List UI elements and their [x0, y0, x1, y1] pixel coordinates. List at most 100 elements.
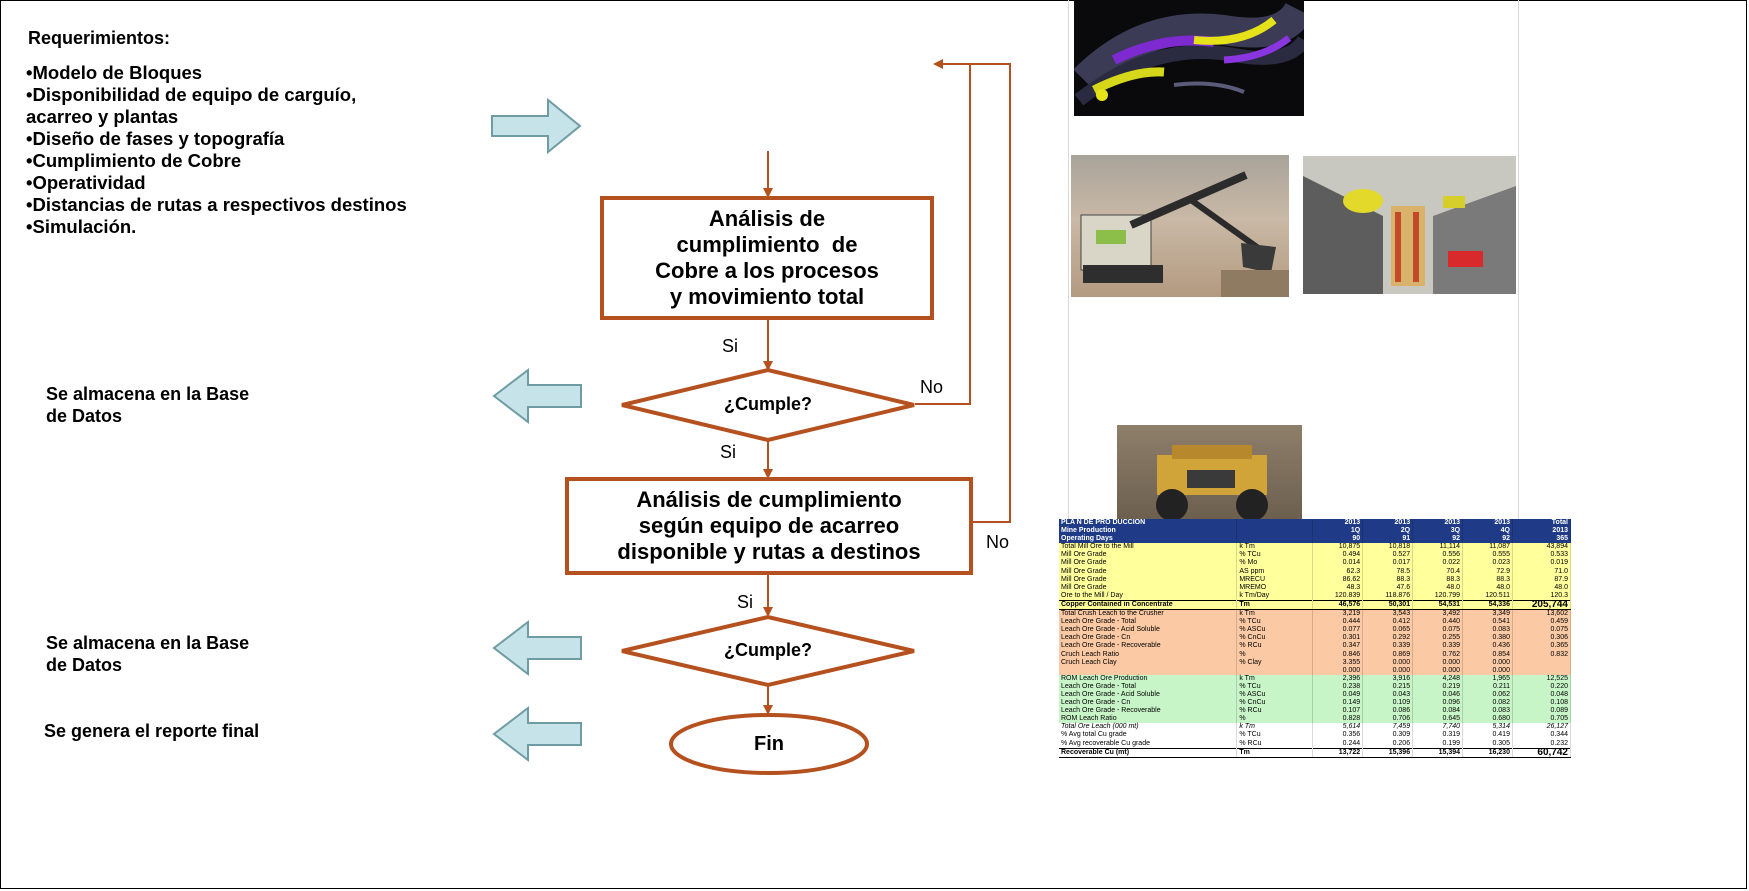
table-cell: 0.380 — [1462, 634, 1513, 643]
table-cell: 365 — [1512, 535, 1572, 544]
table-cell: 3,349 — [1462, 609, 1513, 619]
decision-1-text: ¿Cumple? — [724, 394, 812, 414]
table-cell: MRECU — [1236, 575, 1314, 584]
table-cell: 0.244 — [1312, 739, 1364, 749]
table-cell: 3,492 — [1412, 609, 1464, 619]
table-cell: % — [1236, 715, 1314, 724]
table-cell: k Tm — [1236, 609, 1314, 619]
store-database-label-1: Se almacena en la Base de Datos — [46, 383, 249, 427]
table-cell: 72.9 — [1462, 567, 1513, 576]
table-cell: 54,531 — [1412, 599, 1464, 611]
column-divider — [1518, 0, 1519, 520]
table-cell: 0.048 — [1512, 690, 1572, 700]
requirement-item: •Modelo de Bloques — [26, 62, 203, 83]
table-cell: 0.440 — [1412, 618, 1464, 627]
requirement-item: •Diseño de fases y topografía — [26, 128, 285, 149]
table-cell: 0.000 — [1462, 666, 1513, 675]
table-cell: 0.356 — [1312, 731, 1364, 740]
table-cell: Operating Days — [1059, 535, 1238, 544]
table-cell: 0.828 — [1312, 715, 1364, 724]
table-cell: 0.220 — [1512, 682, 1572, 691]
store-label-line: Se almacena en la Base — [46, 384, 250, 404]
report-block-arrow — [492, 705, 582, 763]
requirement-item: •Distancias de rutas a respectivos desti… — [26, 194, 407, 215]
table-cell: 0.075 — [1512, 626, 1572, 635]
table-cell: 15,394 — [1412, 747, 1464, 758]
table-cell: % TCu — [1236, 682, 1314, 691]
end-terminal — [669, 713, 869, 775]
table-cell — [1236, 535, 1314, 544]
table-cell: 43,894 — [1512, 543, 1572, 552]
shovel-graphic — [1080, 171, 1289, 297]
table-cell: 0.344 — [1512, 731, 1572, 740]
table-cell: 2013 — [1462, 519, 1513, 528]
table-cell: 0.000 — [1362, 666, 1414, 675]
table-cell: Copper Contained in Concentrate — [1059, 599, 1238, 611]
table-cell: 0.017 — [1362, 559, 1414, 568]
table-cell: 88.3 — [1462, 575, 1513, 584]
table-cell: 0.339 — [1412, 642, 1464, 651]
yes-label-2: Si — [720, 442, 737, 462]
table-cell: 2013 — [1362, 519, 1414, 528]
no-label-1: No — [920, 377, 944, 397]
column-divider — [1068, 0, 1069, 520]
analysis-box-2 — [565, 477, 973, 575]
box-text-line: Cobre a los procesos — [655, 258, 879, 283]
table-cell: 11,114 — [1412, 543, 1464, 552]
table-cell: Leach Ore Grade - Recoverable — [1059, 707, 1238, 716]
table-cell: 0.109 — [1362, 699, 1414, 708]
table-cell: 3,219 — [1312, 609, 1364, 619]
table-cell: 15,396 — [1362, 747, 1414, 758]
table-cell: % RCu — [1236, 642, 1314, 651]
table-cell: 3.355 — [1312, 658, 1364, 667]
table-cell: Cruch Leach Clay — [1059, 658, 1238, 667]
table-cell: Total Mill Ore to the Mill — [1059, 543, 1238, 552]
table-cell: 0.000 — [1312, 666, 1364, 675]
table-cell: 0.075 — [1412, 626, 1464, 635]
table-cell: 92 — [1462, 535, 1513, 544]
table-cell: 0.219 — [1412, 682, 1464, 691]
table-cell: 48.0 — [1462, 583, 1513, 592]
table-cell — [1236, 519, 1314, 528]
table-cell: 46,576 — [1312, 599, 1364, 611]
table-cell: Total — [1512, 519, 1572, 528]
haul-truck-photo — [1117, 425, 1302, 523]
table-cell: 26,127 — [1512, 723, 1572, 732]
table-cell: k Tm — [1236, 674, 1314, 683]
loop-back-no-2 — [970, 63, 1011, 523]
table-cell: 7,459 — [1362, 723, 1414, 732]
plant-3d-graphic — [1303, 176, 1516, 294]
table-cell: Mill Ore Grade — [1059, 551, 1238, 560]
table-cell: 48.0 — [1512, 583, 1572, 592]
table-cell: Mill Ore Grade — [1059, 559, 1238, 568]
table-cell: 88.3 — [1412, 575, 1464, 584]
table-cell: 0.065 — [1362, 626, 1414, 635]
table-cell: 13,722 — [1312, 747, 1364, 758]
table-cell: 0.000 — [1362, 658, 1414, 667]
table-cell: 0.238 — [1312, 682, 1364, 691]
table-cell: 0.077 — [1312, 626, 1364, 635]
table-cell: % Avg recoverable Cu grade — [1059, 739, 1238, 749]
table-cell: % Clay — [1236, 658, 1314, 667]
table-cell: 0.412 — [1362, 618, 1414, 627]
table-cell: 0.832 — [1512, 650, 1572, 659]
table-cell: 4Q — [1462, 527, 1513, 536]
store-label-line: de Datos — [46, 655, 123, 675]
table-cell: 12,525 — [1512, 674, 1572, 683]
table-cell: Mill Ore Grade — [1059, 575, 1238, 584]
table-cell: ROM Leach Ratio — [1059, 715, 1238, 724]
table-cell: % TCu — [1236, 731, 1314, 740]
